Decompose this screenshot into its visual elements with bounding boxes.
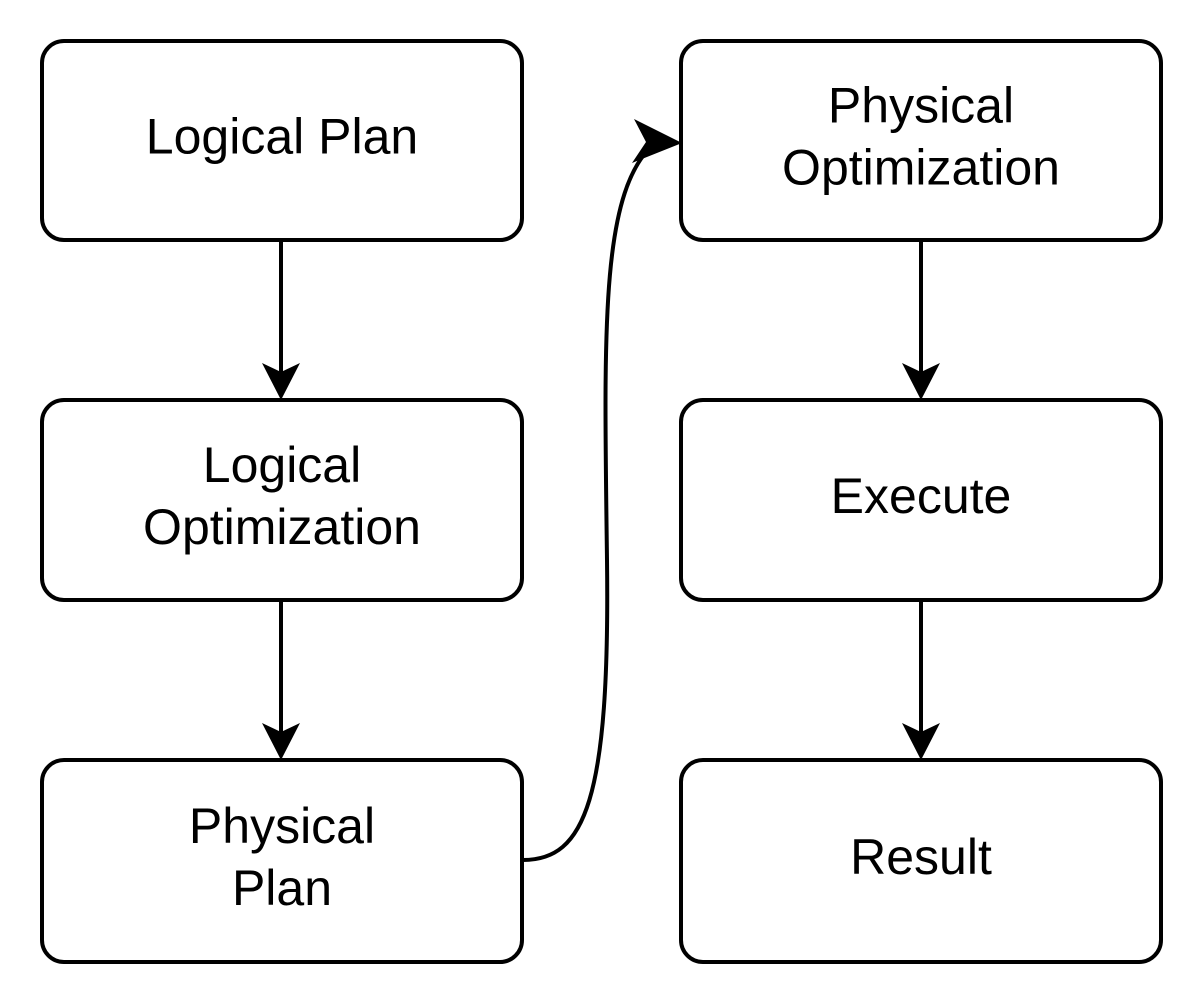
node-result[interactable]: Result	[679, 758, 1163, 964]
node-label-line: Optimization	[143, 499, 421, 555]
node-label: Logical Plan	[146, 109, 418, 165]
node-label-line: Logical Plan	[146, 109, 418, 165]
arrowhead-icon	[262, 723, 300, 760]
arrowhead-icon	[902, 723, 940, 760]
node-label-line: Result	[850, 829, 992, 885]
edge-execute-to-result	[902, 600, 940, 760]
node-label: Result	[850, 829, 992, 885]
node-box[interactable]	[679, 39, 1163, 242]
node-label-line: Optimization	[782, 140, 1060, 196]
node-label: Execute	[831, 468, 1012, 524]
edge-physical-optimization-to-execute	[902, 240, 940, 400]
edge-logical-optimization-to-physical-plan	[262, 600, 300, 760]
node-label-line: Execute	[831, 468, 1012, 524]
node-box[interactable]	[679, 758, 1163, 964]
node-logical-plan[interactable]: Logical Plan	[40, 39, 524, 242]
node-label-line: Physical	[189, 798, 375, 854]
node-label-line: Logical	[203, 437, 361, 493]
arrowhead-icon	[632, 119, 682, 163]
node-box[interactable]	[679, 398, 1163, 602]
edge-curve	[522, 141, 657, 862]
node-box[interactable]	[40, 758, 524, 964]
edge-physical-plan-to-physical-optimization	[522, 119, 682, 862]
node-box[interactable]	[40, 398, 524, 602]
arrowhead-icon	[902, 363, 940, 400]
node-label-line: Plan	[232, 860, 332, 916]
arrowhead-icon	[262, 363, 300, 400]
edge-layer	[262, 119, 940, 862]
node-execute[interactable]: Execute	[679, 398, 1163, 602]
node-label-line: Physical	[828, 78, 1014, 134]
edge-logical-plan-to-logical-optimization	[262, 240, 300, 400]
node-box[interactable]	[40, 39, 524, 242]
